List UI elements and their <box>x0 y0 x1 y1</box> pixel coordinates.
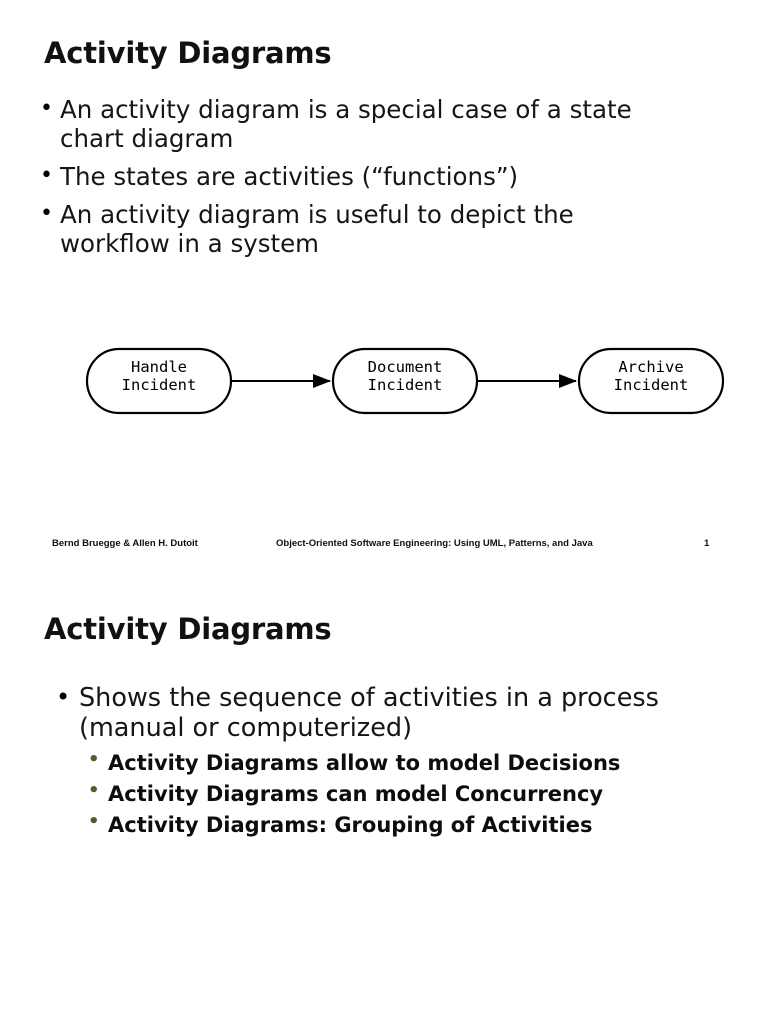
slide-2-sub-bullet-list: • Activity Diagrams allow to model Decis… <box>86 748 706 841</box>
activity-diagram: Handle Incident Document Incident Archiv… <box>0 330 768 440</box>
list-item: • An activity diagram is a special case … <box>36 95 716 154</box>
activity-node-label-line2: Incident <box>368 376 443 394</box>
activity-node-label-line2: Incident <box>122 376 197 394</box>
slide-1-title: Activity Diagrams <box>44 36 332 70</box>
footer-authors: Bernd Bruegge & Allen H. Dutoit <box>52 538 198 549</box>
slide-2-title: Activity Diagrams <box>44 612 332 646</box>
sub-bullet-marker-icon: • <box>88 811 100 833</box>
footer-page-number: 1 <box>704 538 710 549</box>
bullet-marker-icon: • <box>40 96 53 121</box>
bullet-marker-icon: • <box>40 162 53 188</box>
bullet-marker-icon: • <box>40 200 53 226</box>
bullet-marker-icon: • <box>56 683 71 711</box>
list-item: • Shows the sequence of activities in a … <box>54 683 734 743</box>
activity-node-archive: Archive Incident <box>577 347 725 415</box>
activity-node-label-line1: Archive <box>618 358 683 376</box>
sub-bullet-text: Activity Diagrams: Grouping of Activitie… <box>108 813 593 838</box>
bullet-text: The states are activities (“functions”) <box>60 161 519 191</box>
sub-bullet-marker-icon: • <box>88 749 100 770</box>
sub-bullet-text: Activity Diagrams allow to model Decisio… <box>108 751 621 775</box>
activity-node-label-line2: Incident <box>614 376 689 394</box>
activity-node-document: Document Incident <box>331 347 479 415</box>
sub-bullet-marker-icon: • <box>88 780 100 802</box>
activity-node-label-line1: Handle <box>131 358 187 376</box>
sub-list-item: • Activity Diagrams can model Concurrenc… <box>86 779 706 810</box>
sub-list-item: • Activity Diagrams: Grouping of Activit… <box>86 810 706 841</box>
list-item: • An activity diagram is useful to depic… <box>36 199 716 259</box>
slide-1: Activity Diagrams • An activity diagram … <box>0 36 768 556</box>
activity-node-label-line1: Document <box>368 358 443 376</box>
bullet-text: An activity diagram is a special case of… <box>60 95 632 153</box>
slide-1-bullet-list: • An activity diagram is a special case … <box>36 95 716 268</box>
sub-bullet-text: Activity Diagrams can model Concurrency <box>108 782 604 807</box>
slide-1-footer: Bernd Bruegge & Allen H. Dutoit Object-O… <box>0 538 768 556</box>
slide-2-bullet-list: • Shows the sequence of activities in a … <box>54 683 734 745</box>
list-item: • The states are activities (“functions”… <box>36 161 716 192</box>
bullet-text: An activity diagram is useful to depict … <box>60 199 574 258</box>
bullet-text: Shows the sequence of activities in a pr… <box>79 683 659 743</box>
footer-book-title: Object-Oriented Software Engineering: Us… <box>276 538 593 549</box>
sub-list-item: • Activity Diagrams allow to model Decis… <box>86 748 706 779</box>
activity-node-handle: Handle Incident <box>85 347 233 415</box>
